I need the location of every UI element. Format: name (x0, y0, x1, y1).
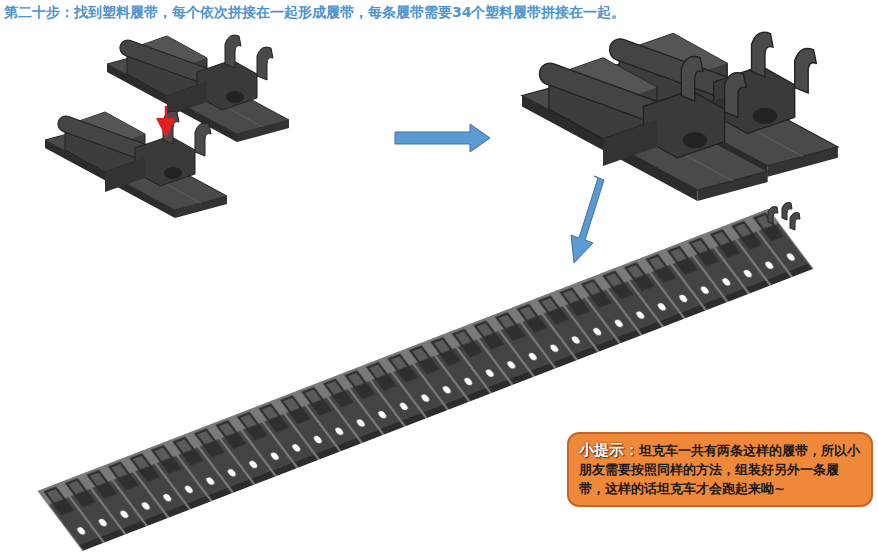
track-piece (45, 111, 227, 218)
step-arrow (395, 124, 490, 152)
step-title: 第二十步：找到塑料履带，每个依次拼接在一起形成履带，每条履带需要34个塑料履带拼… (4, 4, 625, 22)
joined-pieces (522, 32, 838, 201)
step-arrow (571, 176, 604, 263)
tip-box: 小提示：坦克车一共有两条这样的履带，所以小朋友需要按照同样的方法，组装好另外一条… (567, 432, 873, 507)
insert-arrow (165, 106, 168, 128)
end-hooks (768, 203, 800, 230)
tip-heading: 小提示： (579, 441, 639, 459)
